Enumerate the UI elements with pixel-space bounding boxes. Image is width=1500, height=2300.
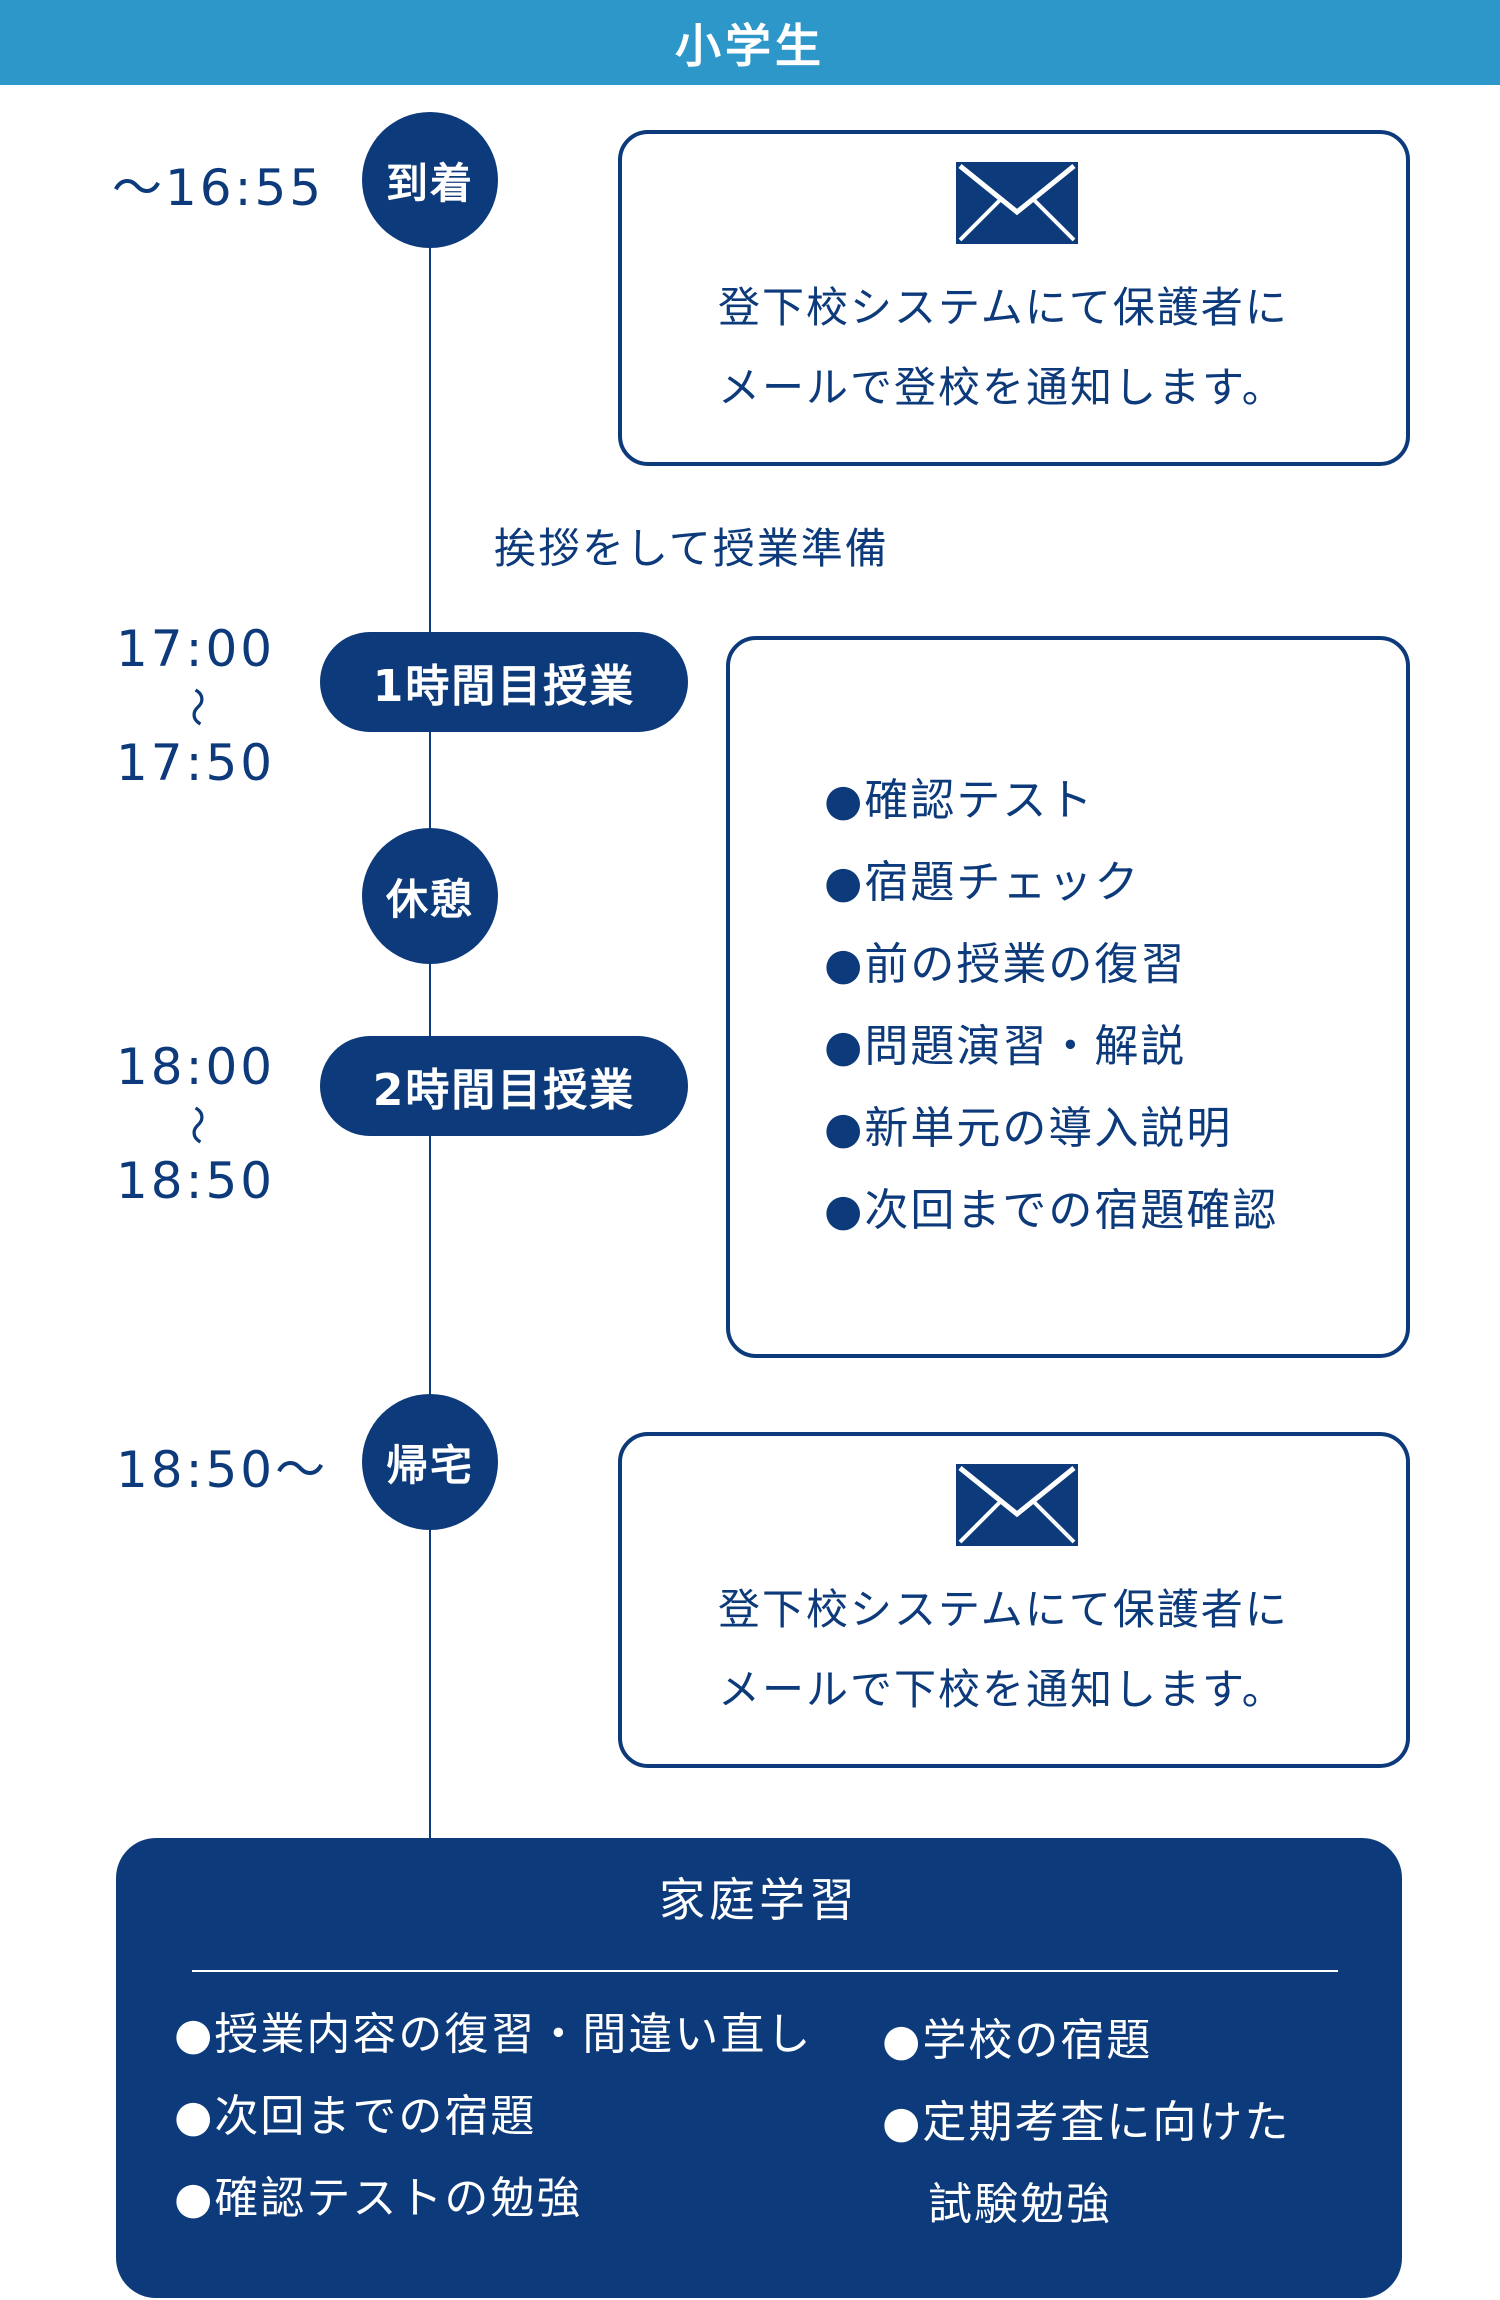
break-node: 休憩 bbox=[362, 828, 498, 964]
mail-icon bbox=[956, 1464, 1078, 1546]
page-title: 小学生 bbox=[675, 18, 825, 73]
period1-range-tilde: 〜 bbox=[173, 687, 219, 727]
lesson-item: ●問題演習・解説 bbox=[824, 1021, 1187, 1072]
home-study-item: 試験勉強 bbox=[882, 2179, 1112, 2230]
arrival-time: 〜16:55 bbox=[112, 159, 325, 217]
home-study-panel: 家庭学習 ●授業内容の復習・間違い直し ●次回までの宿題 ●確認テストの勉強 ●… bbox=[116, 1838, 1402, 2298]
period2-label: 2時間目授業 bbox=[372, 1065, 636, 1116]
period1-node: 1時間目授業 bbox=[320, 632, 688, 732]
period2-node: 2時間目授業 bbox=[320, 1036, 688, 1136]
home-study-item: ●定期考査に向けた bbox=[882, 2097, 1291, 2148]
period2-end-time: 18:50 bbox=[116, 1152, 276, 1210]
leave-message-line2: メールで下校を通知します。 bbox=[718, 1665, 1286, 1714]
timeline-line bbox=[429, 200, 431, 1840]
lesson-item-list: ●確認テスト ●宿題チェック ●前の授業の復習 ●問題演習・解説 ●新単元の導入… bbox=[824, 760, 1278, 1252]
home-study-item: ●次回までの宿題 bbox=[174, 2091, 537, 2142]
page-header: 小学生 bbox=[0, 0, 1500, 85]
break-label: 休憩 bbox=[385, 874, 474, 924]
leave-label: 帰宅 bbox=[385, 1440, 474, 1490]
home-study-item: ●学校の宿題 bbox=[882, 2015, 1153, 2066]
lesson-item: ●確認テスト bbox=[824, 775, 1095, 826]
period1-label: 1時間目授業 bbox=[372, 661, 636, 712]
arrival-mail-box: 登下校システムにて保護者に メールで登校を通知します。 bbox=[618, 130, 1410, 466]
lesson-item: ●新単元の導入説明 bbox=[824, 1103, 1233, 1154]
home-study-left-list: ●授業内容の復習・間違い直し ●次回までの宿題 ●確認テストの勉強 bbox=[174, 1994, 812, 2240]
home-study-right-list: ●学校の宿題 ●定期考査に向けた 試験勉強 bbox=[882, 2000, 1290, 2246]
arrival-label: 到着 bbox=[385, 158, 474, 208]
mail-icon bbox=[956, 162, 1078, 244]
leave-mail-box: 登下校システムにて保護者に メールで下校を通知します。 bbox=[618, 1432, 1410, 1768]
period1-start-time: 17:00 bbox=[116, 620, 276, 678]
arrival-message-line1: 登下校システムにて保護者に bbox=[718, 283, 1289, 332]
leave-message-line1: 登下校システムにて保護者に bbox=[718, 1585, 1289, 1634]
prep-note: 挨拶をして授業準備 bbox=[494, 524, 889, 573]
home-study-item: ●確認テストの勉強 bbox=[174, 2173, 583, 2224]
lesson-item: ●宿題チェック bbox=[824, 857, 1141, 908]
arrival-node: 到着 bbox=[362, 112, 498, 248]
home-study-item: ●授業内容の復習・間違い直し bbox=[174, 2009, 813, 2060]
lesson-item: ●前の授業の復習 bbox=[824, 939, 1187, 990]
home-study-divider bbox=[192, 1970, 1338, 1972]
leave-time: 18:50〜 bbox=[116, 1441, 329, 1499]
lesson-content-box: ●確認テスト ●宿題チェック ●前の授業の復習 ●問題演習・解説 ●新単元の導入… bbox=[726, 636, 1410, 1358]
period1-end-time: 17:50 bbox=[116, 734, 276, 792]
period2-range-tilde: 〜 bbox=[173, 1105, 219, 1145]
home-study-title: 家庭学習 bbox=[659, 1873, 859, 1927]
period2-start-time: 18:00 bbox=[116, 1038, 276, 1096]
leave-node: 帰宅 bbox=[362, 1394, 498, 1530]
lesson-item: ●次回までの宿題確認 bbox=[824, 1185, 1279, 1236]
arrival-message-line2: メールで登校を通知します。 bbox=[718, 363, 1286, 412]
